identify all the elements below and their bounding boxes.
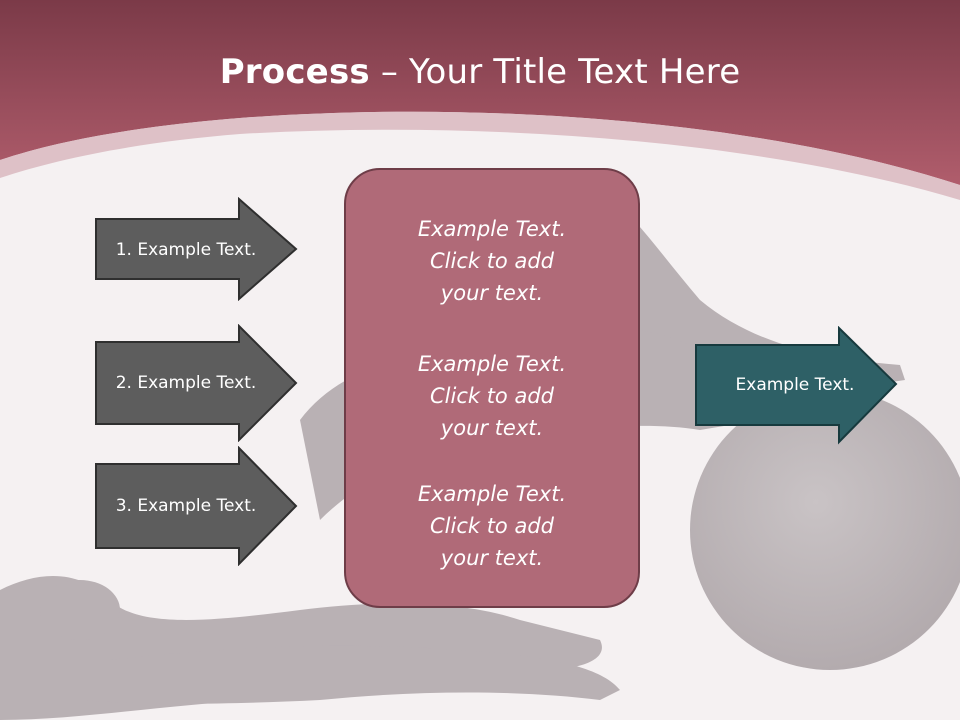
title-bold-part: Process: [219, 52, 370, 92]
left-arrow-2[interactable]: [94, 324, 300, 442]
right-arrow-label: Example Text.: [735, 375, 855, 395]
center-text-block-1[interactable]: Example Text. Click to add your text.: [417, 217, 567, 305]
left-arrow-3-label: 3. Example Text.: [115, 496, 257, 516]
right-arrow[interactable]: [694, 326, 900, 446]
left-arrow-1-label: 1. Example Text.: [115, 240, 257, 260]
center-text-block-3[interactable]: Example Text. Click to add your text.: [417, 482, 567, 570]
page-title[interactable]: Process – Your Title Text Here: [0, 52, 960, 92]
left-arrow-1[interactable]: [94, 197, 300, 301]
title-rest-part: – Your Title Text Here: [369, 52, 741, 92]
center-text-block-2[interactable]: Example Text. Click to add your text.: [417, 352, 567, 440]
left-arrow-3[interactable]: [94, 446, 300, 566]
center-content-box[interactable]: [344, 168, 640, 608]
left-arrow-2-label: 2. Example Text.: [115, 373, 257, 393]
